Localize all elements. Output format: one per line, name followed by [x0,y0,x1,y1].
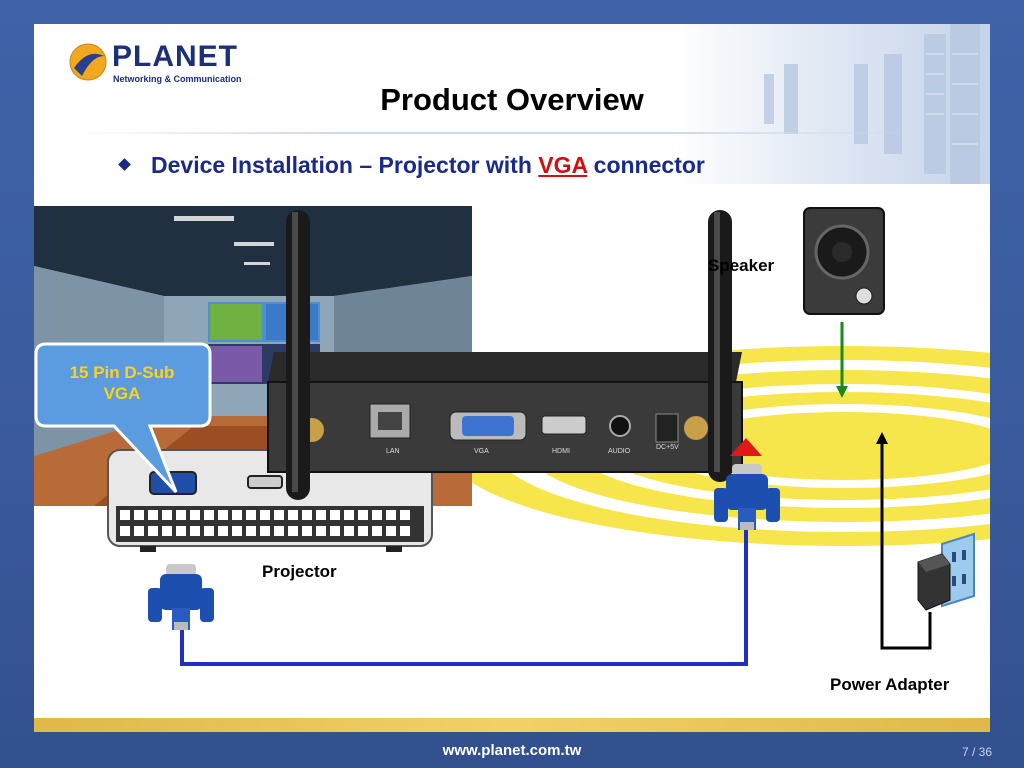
power-adapter-icon [917,553,951,611]
power-cable-arrowhead [876,432,888,444]
callout-line2: VGA [103,384,141,403]
media-player-device [267,352,743,473]
vga-connector-player-icon [714,464,780,530]
slide: PLANET Networking & Communication Produc… [34,24,990,732]
logo-tagline: Networking & Communication [113,74,242,84]
vga-callout: 15 Pin D-Sub VGA [34,342,212,502]
page-title: Product Overview [380,82,644,117]
port-label-audio: AUDIO [608,448,631,455]
bullet-item: Device Installation – Projector with VGA… [118,152,705,179]
power-cable [880,442,932,650]
logo-name: PLANET [112,40,238,73]
projector-device [107,449,433,552]
cables [180,322,932,666]
footer-url: www.planet.com.tw [442,742,582,759]
speaker-label: Speaker [708,256,775,275]
callout-bubble-shape [34,342,212,494]
port-label-vga: VGA [474,448,489,455]
bullet-prefix: Device Installation – Projector with [151,152,539,178]
audio-cable-arrowhead [836,386,848,398]
port-label-hdmi: HDMI [552,448,570,455]
speaker-icon [803,207,885,315]
vga-cable [180,530,748,666]
slide-bottom-band [34,718,990,732]
projector-label: Projector [262,562,337,581]
antenna-right-icon [708,210,732,482]
vga-connector-projector-icon [148,564,214,630]
bullet-suffix: connector [587,152,705,178]
callout-label: 15 Pin D-Sub VGA [34,362,210,404]
bullet-highlight: VGA [538,152,588,178]
antenna-left-icon [286,210,310,500]
port-label-dc: DC+5V [656,444,679,451]
red-up-arrow-icon [730,438,762,456]
callout-line1: 15 Pin D-Sub [69,363,175,382]
power-adapter-label: Power Adapter [830,675,950,694]
title-divider [74,132,934,134]
page-number: 7 / 36 [961,745,992,759]
server-room-decoration [674,24,990,184]
port-label-lan: LAN [386,448,400,455]
planet-globe-icon [69,43,107,81]
